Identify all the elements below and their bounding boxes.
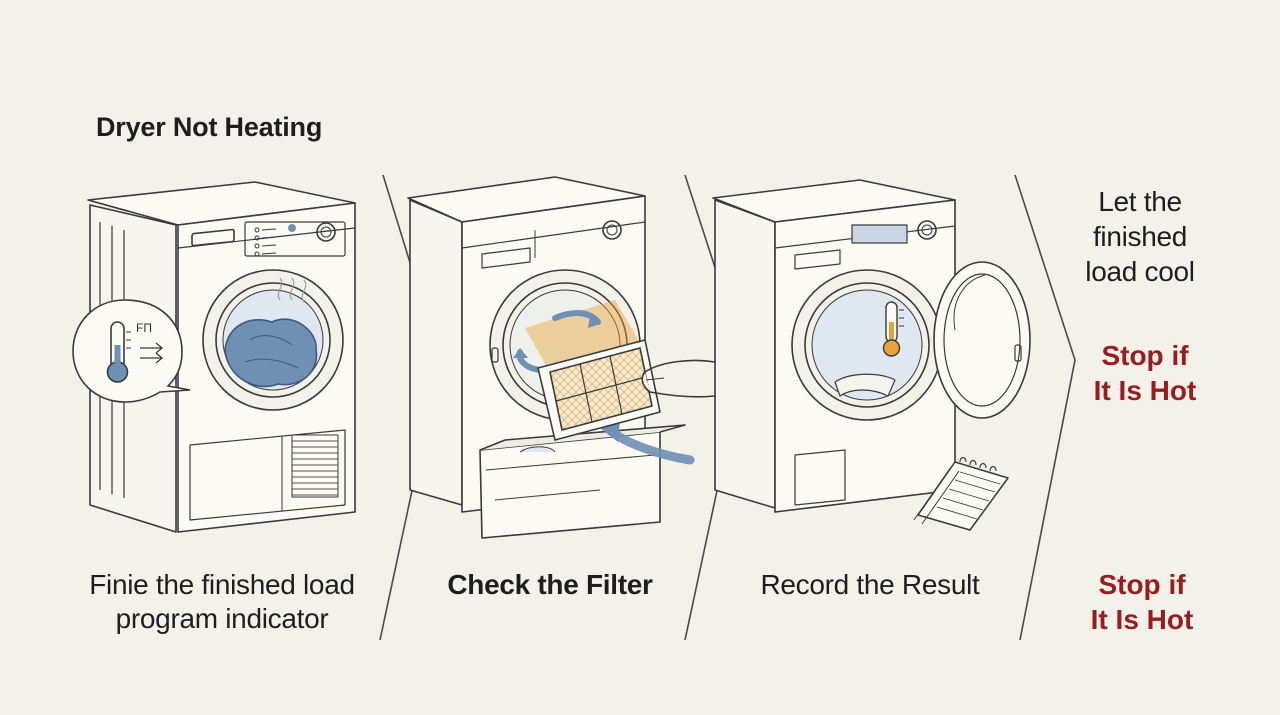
cool-down-note: Let the finished load cool: [1070, 184, 1210, 289]
page-title: Dryer Not Heating: [96, 112, 323, 142]
hot-warning-bottom: Stop if It Is Hot: [1072, 567, 1212, 637]
step-1-caption-line-1: Finie the finished load: [89, 569, 355, 600]
thermometer-callout: FП: [72, 299, 191, 403]
step-2-caption: Check the Filter: [420, 568, 680, 602]
step-1-caption: Finie the finished load program indicato…: [72, 568, 372, 636]
hot-warning-top-line-1: Stop if: [1101, 340, 1189, 371]
step-3-caption-line-1: Record the Result: [760, 569, 980, 600]
panel-divider-3: [1014, 174, 1076, 641]
hot-warning-bottom-line-1: Stop if: [1098, 569, 1186, 600]
thermometer-badge-label: FП: [136, 321, 152, 335]
step-2-caption-line-1: Check the Filter: [447, 569, 653, 600]
display-panel: [851, 224, 908, 244]
step-3-caption: Record the Result: [730, 568, 1010, 602]
dryer-illustration-3: [712, 179, 1031, 513]
hot-warning-bottom-line-2: It Is Hot: [1090, 604, 1194, 635]
lint-filter-icon: [537, 339, 716, 441]
step-1-caption-line-2: program indicator: [115, 603, 329, 634]
cool-down-note-line-2: finished: [1092, 221, 1188, 252]
cool-down-note-line-3: load cool: [1085, 256, 1195, 287]
drum-thermometer-icon: [882, 301, 904, 357]
airflow-arrows-icon: [140, 342, 164, 364]
cool-down-note-line-1: Let the: [1098, 186, 1182, 217]
notepad-icon: [913, 456, 1009, 531]
hot-warning-top: Stop if It Is Hot: [1075, 338, 1215, 408]
hot-warning-top-line-2: It Is Hot: [1093, 375, 1197, 406]
thermometer-icon: [106, 321, 131, 383]
program-indicator-lights: [254, 227, 277, 257]
